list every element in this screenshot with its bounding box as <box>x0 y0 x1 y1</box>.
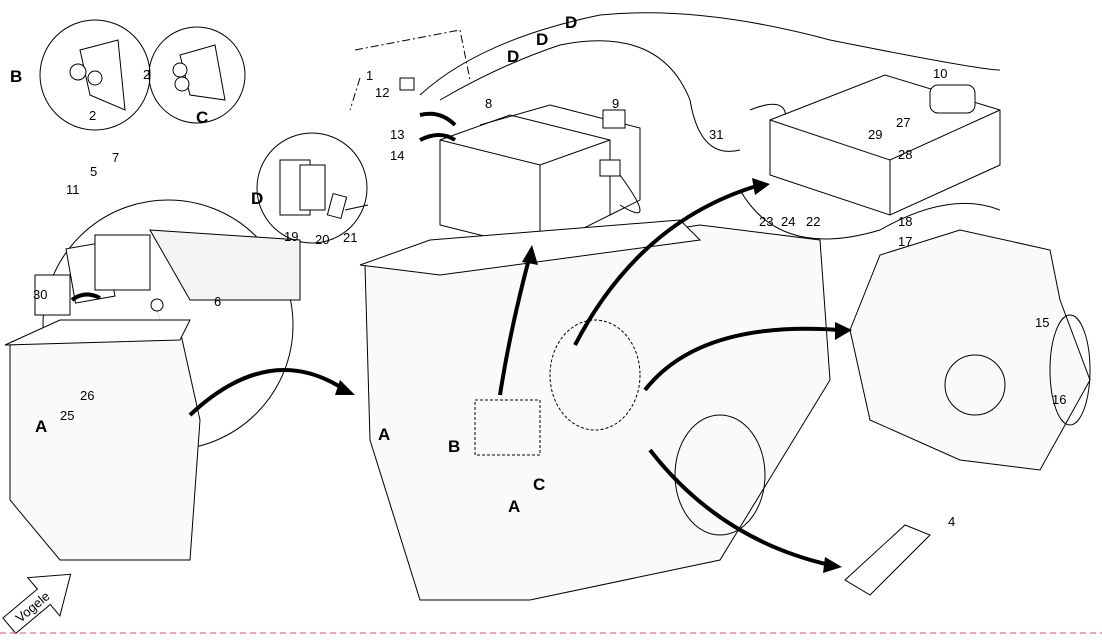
svg-text:4: 4 <box>948 514 955 529</box>
svg-text:29: 29 <box>868 127 882 142</box>
svg-text:9: 9 <box>612 96 619 111</box>
svg-text:11: 11 <box>66 182 80 197</box>
detail-circle-b <box>39 19 151 131</box>
svg-text:30: 30 <box>33 287 47 302</box>
pointer-arrows <box>188 178 852 573</box>
detail-letter-c: C <box>196 108 208 127</box>
svg-text:15: 15 <box>1035 315 1049 330</box>
detail-circle-c <box>148 26 246 124</box>
svg-text:6: 6 <box>214 294 221 309</box>
cables <box>349 12 1001 240</box>
paver-overview <box>4 319 201 561</box>
svg-text:5: 5 <box>90 164 97 179</box>
paver-machine <box>359 219 831 601</box>
svg-text:14: 14 <box>390 148 404 163</box>
svg-text:25: 25 <box>60 408 74 423</box>
callout-a: A <box>378 425 390 444</box>
capacitor <box>929 84 976 114</box>
callout-b: B <box>448 437 460 456</box>
svg-text:16: 16 <box>1052 392 1066 407</box>
detail-circle-d <box>256 132 369 244</box>
svg-text:23: 23 <box>759 214 773 229</box>
svg-text:17: 17 <box>898 234 912 249</box>
control-module <box>844 524 931 596</box>
callout-c: C <box>533 475 545 494</box>
svg-text:7: 7 <box>112 150 119 165</box>
svg-text:10: 10 <box>933 66 947 81</box>
svg-text:8: 8 <box>485 96 492 111</box>
svg-text:22: 22 <box>806 214 820 229</box>
callout-d: D <box>507 47 519 66</box>
detail-circle-a <box>34 199 301 451</box>
svg-text:28: 28 <box>898 147 912 162</box>
svg-text:19: 19 <box>284 229 298 244</box>
detail-letter-d: D <box>251 189 263 208</box>
svg-text:20: 20 <box>315 232 329 247</box>
batteries <box>399 77 641 251</box>
callout-d: D <box>565 13 577 32</box>
svg-text:24: 24 <box>781 214 795 229</box>
svg-text:2: 2 <box>143 67 150 82</box>
svg-text:2: 2 <box>89 108 96 123</box>
svg-text:12: 12 <box>375 85 389 100</box>
svg-text:13: 13 <box>390 127 404 142</box>
svg-text:26: 26 <box>80 388 94 403</box>
callout-a: A <box>508 497 520 516</box>
svg-text:18: 18 <box>898 214 912 229</box>
svg-text:31: 31 <box>709 127 723 142</box>
vogele-arrow: Vogele <box>2 573 72 635</box>
svg-text:27: 27 <box>896 115 910 130</box>
svg-text:1: 1 <box>366 68 373 83</box>
callout-d: D <box>536 30 548 49</box>
part-labels: 1 2 2 4 5 6 7 8 9 10 11 12 13 14 15 16 1… <box>33 66 1066 529</box>
svg-text:21: 21 <box>343 230 357 245</box>
engine <box>849 229 1091 471</box>
detail-letter-a: A <box>35 417 47 436</box>
detail-letter-b: B <box>10 67 22 86</box>
